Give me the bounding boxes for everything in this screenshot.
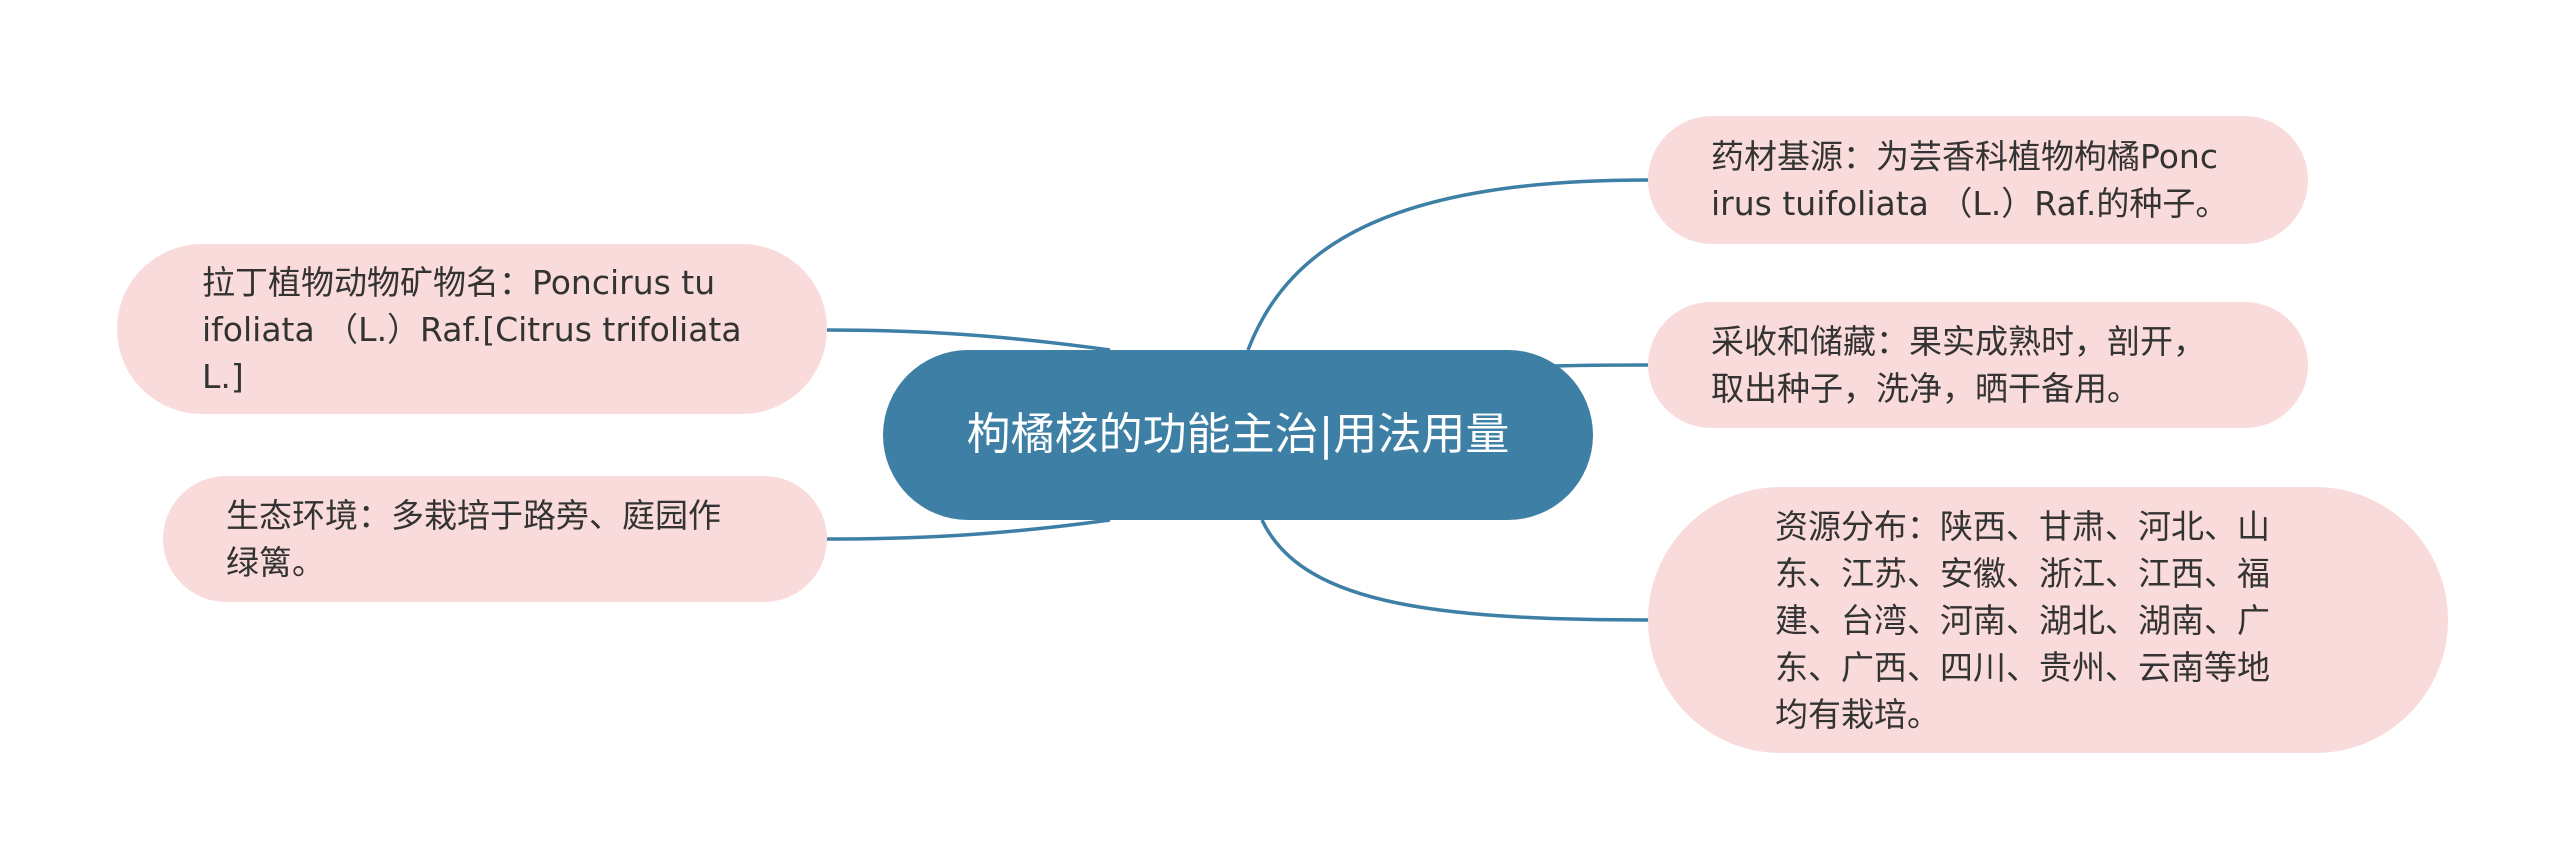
connector-harvest bbox=[1554, 363, 1649, 368]
branch-text-origin: 药材基源：为芸香科植物枸橘Ponc irus tuifoliata （L.）Ra… bbox=[1711, 137, 2229, 223]
central-topic[interactable]: 枸橘核的功能主治|用法用量 bbox=[883, 350, 1593, 520]
connector-latin bbox=[826, 328, 1111, 352]
branch-node-habitat[interactable]: 生态环境：多栽培于路旁、庭园作 绿篱。 bbox=[163, 476, 827, 602]
branch-text-habitat: 生态环境：多栽培于路旁、庭园作 绿篱。 bbox=[226, 496, 721, 582]
connector-distribution bbox=[1260, 519, 1649, 622]
central-topic-label: 枸橘核的功能主治|用法用量 bbox=[966, 409, 1510, 460]
branch-node-latin-name[interactable]: 拉丁植物动物矿物名：Poncirus tu ifoliata （L.）Raf.[… bbox=[117, 244, 827, 414]
connector-habitat bbox=[826, 518, 1111, 541]
branch-node-harvest[interactable]: 采收和储藏：果实成熟时，剖开， 取出种子，洗净，晒干备用。 bbox=[1648, 302, 2308, 428]
branch-node-distribution[interactable]: 资源分布：陕西、甘肃、河北、山 东、江苏、安徽、浙江、江西、福 建、台湾、河南、… bbox=[1648, 487, 2448, 753]
branch-text-harvest: 采收和储藏：果实成熟时，剖开， 取出种子，洗净，晒干备用。 bbox=[1711, 322, 2206, 408]
branch-node-origin[interactable]: 药材基源：为芸香科植物枸橘Ponc irus tuifoliata （L.）Ra… bbox=[1648, 116, 2308, 244]
branch-text-latin-name: 拉丁植物动物矿物名：Poncirus tu ifoliata （L.）Raf.[… bbox=[202, 262, 742, 396]
connector-origin bbox=[1246, 178, 1649, 351]
branch-text-distribution: 资源分布：陕西、甘肃、河北、山 东、江苏、安徽、浙江、江西、福 建、台湾、河南、… bbox=[1775, 506, 2270, 734]
